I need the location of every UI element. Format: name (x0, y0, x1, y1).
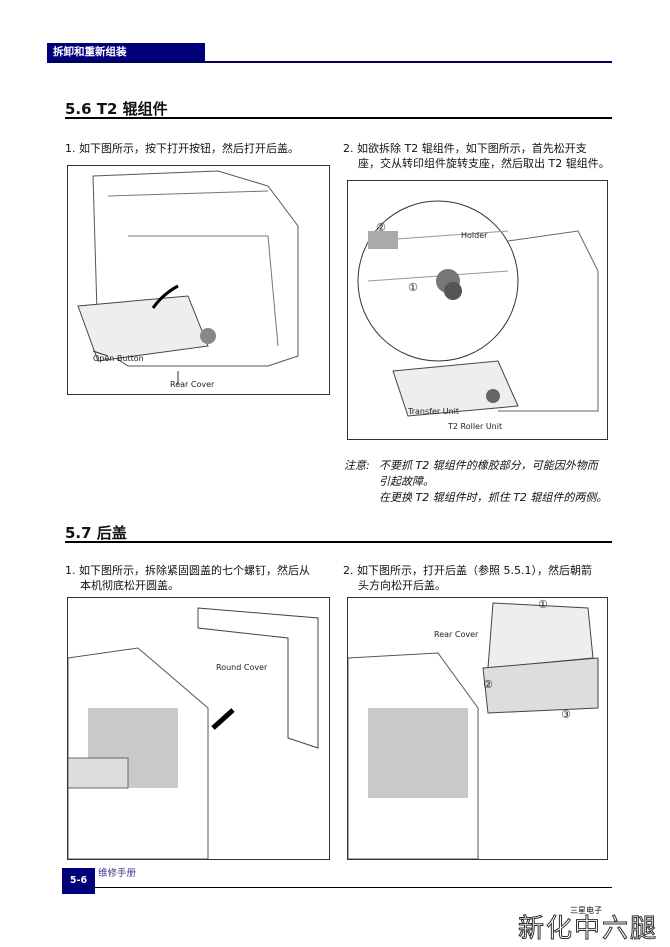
watermark-small: 三星电子 (570, 906, 602, 915)
label-round-cover: Round Cover (216, 663, 268, 672)
figure-round-cover: Round Cover (67, 597, 330, 860)
section-title-5-6: 5.6 T2 辊组件 (65, 100, 168, 118)
round-cover-illustration (68, 607, 319, 859)
step-marker-2: ② (483, 678, 493, 691)
note-line1: 不要抓 T2 辊组件的橡胶部分，可能因外物而 (379, 459, 598, 472)
label-transfer-unit: Transfer Unit (408, 407, 459, 416)
note-label: 注意: (344, 459, 370, 472)
step-2-line1: 2. 如下图所示，打开后盖（参照 5.5.1），然后朝箭 (343, 564, 592, 577)
section-title-5-7: 5.7 后盖 (65, 524, 127, 542)
step-2-line2: 头方向松开后盖。 (358, 579, 446, 592)
printer-illustration (77, 170, 299, 384)
label-rear-cover: Rear Cover (434, 630, 479, 639)
note-line2: 引起故障。 (379, 475, 434, 488)
note-line3: 在更换 T2 辊组件时，抓住 T2 辊组件的两侧。 (379, 491, 608, 504)
step-marker-2: ② (376, 221, 386, 234)
label-t2-roller-unit: T2 Roller Unit (448, 422, 503, 431)
figure-t2-roller: Holder ② ① Transfer Unit T2 Roller Unit (347, 180, 608, 440)
chapter-header: 拆卸和重新组装 (47, 43, 205, 62)
header-rule (47, 61, 612, 63)
watermark-large: 新化中六腿 (517, 914, 658, 945)
label-rear-cover: Rear Cover (170, 380, 215, 389)
label-open-button: Open Button (93, 354, 144, 363)
t2-roller-illustration (357, 200, 599, 417)
step-marker-3: ③ (561, 708, 571, 721)
rear-cover-illustration (348, 602, 599, 859)
step-marker-1: ① (408, 281, 418, 294)
footer-rule (95, 887, 612, 888)
figure-rear-cover: Rear Cover ① ② ③ (347, 597, 608, 860)
figure-open-rear-cover: Open Button Rear Cover (67, 165, 330, 395)
page-number: 5-6 (62, 868, 95, 894)
section-rule (65, 117, 612, 119)
step-1-line1: 1. 如下图所示，拆除紧固圆盖的七个螺钉，然后从 (65, 564, 310, 577)
footer-manual-title: 维修手册 (98, 868, 137, 879)
step-1-line2: 本机彻底松开圆盖。 (80, 579, 179, 592)
step-1-text: 1. 如下图所示，按下打开按钮，然后打开后盖。 (65, 142, 299, 155)
step-marker-1: ① (538, 598, 548, 611)
label-holder: Holder (461, 231, 488, 240)
step-2-line2: 座，交从转印组件旋转支座，然后取出 T2 辊组件。 (358, 157, 610, 170)
section-rule (65, 541, 612, 543)
step-2-line1: 2. 如欲拆除 T2 辊组件，如下图所示，首先松开支 (343, 142, 587, 155)
